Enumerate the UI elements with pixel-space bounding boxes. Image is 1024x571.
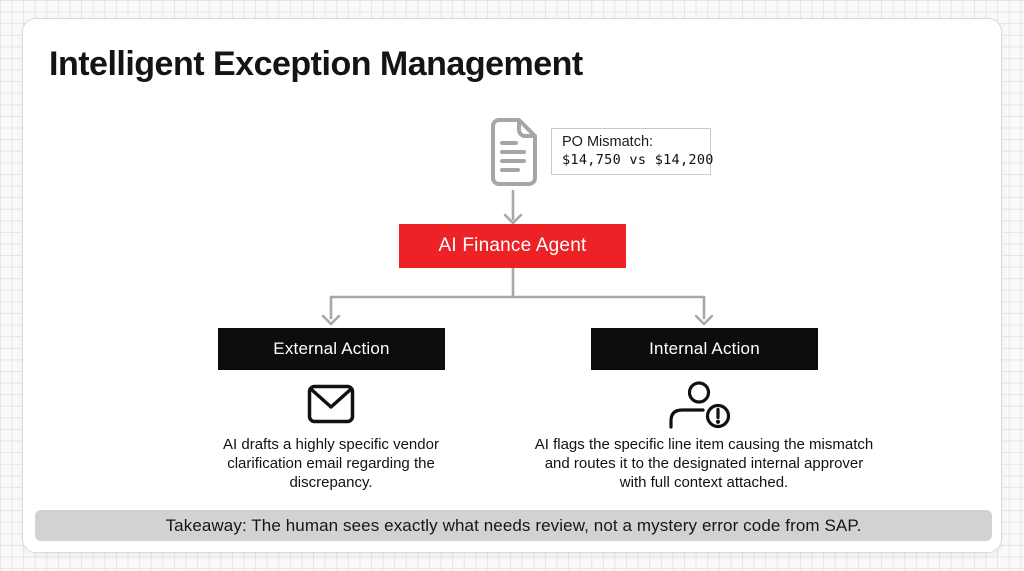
slide-card: Intelligent Exception Management PO Mism… — [22, 18, 1002, 553]
flow-connector-arrows — [321, 189, 714, 326]
envelope-icon — [307, 384, 355, 424]
external-action-node: External Action — [218, 328, 445, 370]
person-alert-icon — [669, 381, 731, 429]
callout-amounts: $14,750 vs $14,200 — [562, 152, 714, 168]
takeaway-bar: Takeaway: The human sees exactly what ne… — [35, 510, 992, 541]
callout-title: PO Mismatch: — [562, 134, 654, 150]
po-mismatch-callout: PO Mismatch: $14,750 vs $14,200 — [551, 128, 714, 175]
internal-action-description: AI flags the specific line item causing … — [534, 436, 874, 491]
page-title: Intelligent Exception Management — [49, 45, 583, 83]
ai-finance-agent-node: AI Finance Agent — [399, 224, 626, 268]
document-icon — [491, 118, 537, 186]
internal-action-node: Internal Action — [591, 328, 818, 370]
external-action-description: AI drafts a highly specific vendor clari… — [223, 436, 439, 491]
